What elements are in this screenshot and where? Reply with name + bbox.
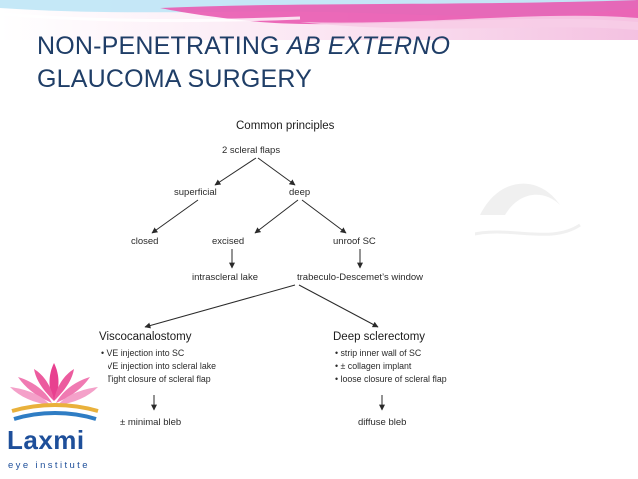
decorative-banner [0, 0, 638, 40]
arrow-flaps-deep [257, 157, 296, 186]
node-scleral-flaps: 2 scleral flaps [222, 145, 281, 156]
watermark-graphic [469, 183, 581, 237]
logo-name: Laxmi [7, 425, 85, 455]
visco-bullet-3: • Tight closure of scleral flap [101, 374, 211, 384]
diagram-connectors [144, 157, 385, 411]
visco-bullet-2: • VE injection into scleral lake [101, 361, 217, 371]
node-diffuse-bleb: diffuse bleb [358, 417, 407, 428]
visco-bullet-1: • VE injection into SC [101, 348, 185, 358]
node-viscocanalostomy: Viscocanalostomy [99, 331, 192, 343]
arrow-superficial-closed [151, 199, 199, 234]
laxmi-logo [0, 355, 108, 479]
deep-bullet-2: • ± collagen implant [335, 361, 412, 371]
node-deep: deep [289, 187, 311, 198]
title-line1-italic: AB EXTERNO [286, 32, 451, 60]
arrow-flaps-superficial [214, 157, 257, 186]
node-unroof-sc: unroof SC [333, 236, 376, 247]
title-line2: GLAUCOMA SURGERY [37, 65, 313, 93]
title-line1-prefix: NON-PENETRATING [37, 32, 287, 60]
node-excised: excised [212, 236, 245, 247]
arrow-deep-excised [254, 199, 299, 234]
deep-bullet-1: • strip inner wall of SC [335, 348, 422, 358]
arrow-window-visco [144, 284, 296, 329]
node-trabeculo-descemet-window: trabeculo-Descemet’s window [297, 272, 424, 283]
node-superficial: superficial [174, 187, 217, 198]
arrow-window-deep-sclerectomy [298, 284, 379, 328]
node-minimal-bleb: ± minimal bleb [120, 417, 182, 428]
node-common-principles: Common principles [236, 120, 335, 132]
logo-subtitle: eye institute [8, 460, 90, 471]
node-intrascleral-lake: intrascleral lake [192, 272, 258, 283]
deep-bullet-3: • loose closure of scleral flap [335, 374, 447, 384]
arrow-deep-unroof [301, 199, 347, 234]
node-closed: closed [131, 236, 159, 247]
node-deep-sclerectomy: Deep sclerectomy [333, 331, 426, 343]
lotus-icon [10, 363, 99, 421]
flow-diagram: Common principles 2 scleral flaps superf… [90, 105, 475, 445]
slide-title: NON-PENETRATING AB EXTERNO GLAUCOMA SURG… [37, 30, 450, 96]
